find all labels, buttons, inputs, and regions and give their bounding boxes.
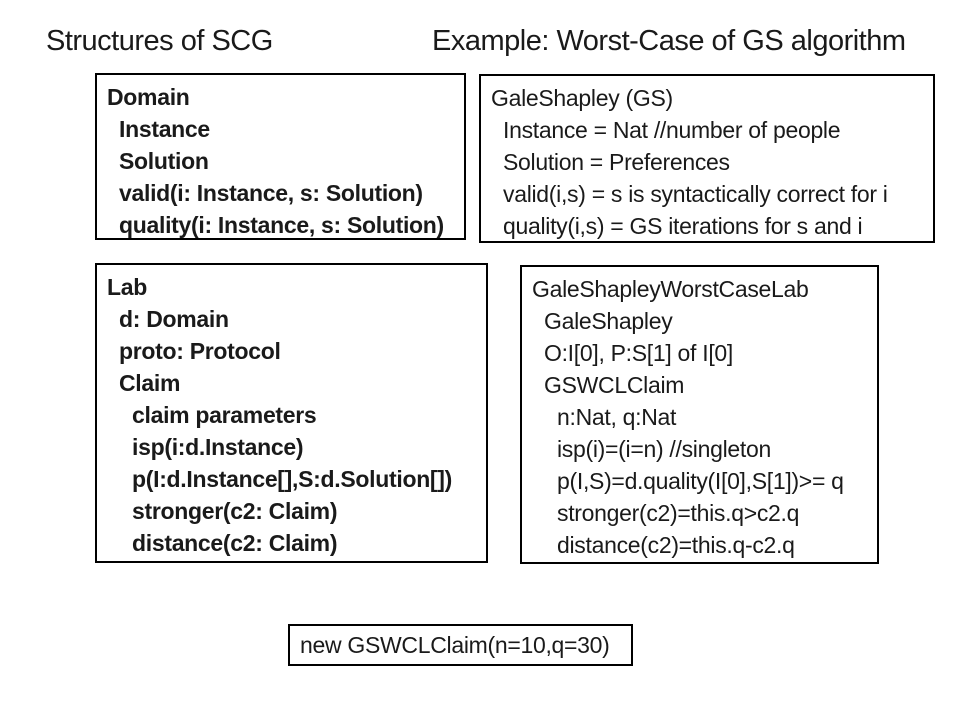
code-line: stronger(c2)=this.q>c2.q — [557, 500, 800, 526]
code-line: p(I,S)=d.quality(I[0],S[1])>= q — [557, 468, 844, 494]
claim-instantiation-box: new GSWCLClaim(n=10,q=30) — [288, 624, 633, 666]
code-line: Instance — [119, 116, 210, 142]
code-line: Domain — [107, 84, 190, 110]
code-line: d: Domain — [119, 306, 229, 332]
code-line: valid(i,s) = s is syntactically correct … — [503, 181, 888, 207]
gale-shapley-domain-box: GaleShapley (GS) Instance = Nat //number … — [479, 74, 935, 243]
code-line: valid(i: Instance, s: Solution) — [119, 180, 423, 206]
code-line: quality(i: Instance, s: Solution) — [119, 212, 444, 238]
code-line: proto: Protocol — [119, 338, 281, 364]
code-line: stronger(c2: Claim) — [132, 498, 338, 524]
code-line: O:I[0], P:S[1] of I[0] — [544, 340, 733, 366]
code-line: distance(c2: Claim) — [132, 530, 338, 556]
code-line: GaleShapleyWorstCaseLab — [532, 276, 809, 302]
code-line: Solution — [119, 148, 209, 174]
code-line: Solution = Preferences — [503, 149, 730, 175]
code-line: claim parameters — [132, 402, 317, 428]
code-line: distance(c2)=this.q-c2.q — [557, 532, 795, 558]
code-line: GaleShapley (GS) — [491, 85, 673, 111]
code-line: n:Nat, q:Nat — [557, 404, 677, 430]
code-line: quality(i,s) = GS iterations for s and i — [503, 213, 863, 239]
code-line: Instance = Nat //number of people — [503, 117, 841, 143]
code-line: isp(i)=(i=n) //singleton — [557, 436, 771, 462]
code-line: isp(i:d.Instance) — [132, 434, 304, 460]
code-line: Claim — [119, 370, 181, 396]
code-line: GSWCLClaim — [544, 372, 685, 398]
claim-instantiation-text: new GSWCLClaim(n=10,q=30) — [300, 632, 610, 658]
slide-title-structures: Structures of SCG — [46, 25, 273, 57]
slide-title-example: Example: Worst-Case of GS algorithm — [432, 25, 906, 57]
code-line: Lab — [107, 274, 147, 300]
code-line: GaleShapley — [544, 308, 673, 334]
code-line: p(I:d.Instance[],S:d.Solution[]) — [132, 466, 453, 492]
